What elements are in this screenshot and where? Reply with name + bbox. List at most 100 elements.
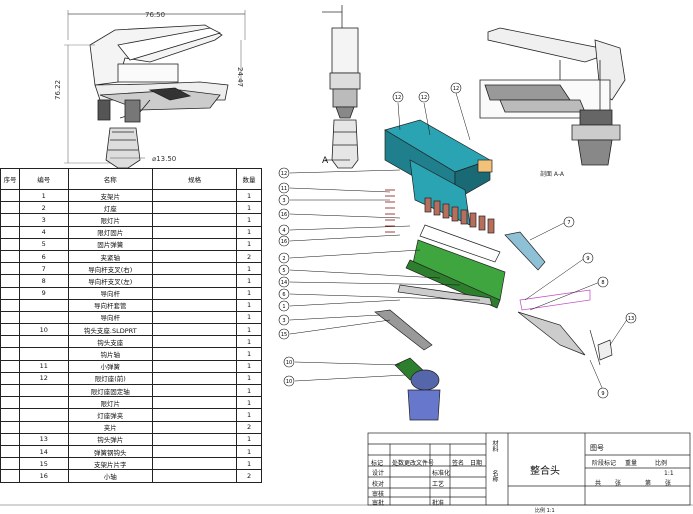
- bom-cell-spec: [152, 298, 238, 312]
- callout-label: 10: [286, 379, 292, 385]
- bom-cell-name: 导向杆支叉(左): [67, 274, 154, 288]
- callout-balloon: [278, 208, 290, 220]
- bom-cell-name: 限灯片: [67, 213, 154, 227]
- bom-cell-qty: 2: [236, 249, 262, 264]
- bom-header-no: 编号: [18, 168, 69, 190]
- section-view: [479, 27, 626, 166]
- callout-balloon: [278, 194, 290, 206]
- bom-cell-no: 16: [18, 469, 69, 483]
- bom-cell-qty: 1: [236, 408, 262, 422]
- bom-cell-no: 12: [18, 371, 69, 386]
- bom-cell-seq: [0, 237, 20, 251]
- svg-text:⌀13.50: ⌀13.50: [152, 155, 176, 163]
- bom-cell-spec: [152, 201, 238, 215]
- callout-label: 9: [601, 391, 604, 397]
- callout-balloon: [278, 300, 290, 312]
- bom-cell-qty: 1: [236, 310, 262, 325]
- bom-cell-no: 4: [18, 225, 69, 239]
- callout-balloon: [278, 288, 290, 300]
- bom-cell-qty: 1: [236, 383, 262, 398]
- bom-cell-seq: [0, 383, 20, 398]
- bom-cell-spec: [152, 469, 238, 483]
- bom-cell-spec: [152, 286, 238, 300]
- bom-cell-seq: [0, 188, 20, 203]
- callout-balloon: [278, 314, 290, 326]
- bom-cell-name: 钩头支座.SLDPRT: [67, 323, 154, 337]
- bom-cell-no: 15: [18, 457, 69, 471]
- callout-label: 8: [601, 280, 604, 286]
- callout-label: 9: [586, 256, 589, 262]
- bom-cell-qty: 1: [236, 286, 262, 300]
- callout-label: 13: [628, 316, 634, 322]
- bom-cell-qty: 1: [236, 371, 262, 386]
- bom-cell-qty: 1: [236, 237, 262, 251]
- bom-cell-no: [18, 396, 69, 410]
- callout-label: 4: [282, 228, 285, 234]
- bom-cell-qty: 1: [236, 347, 262, 361]
- bom-cell-no: 6: [18, 249, 69, 264]
- callout-label: 12: [281, 171, 287, 177]
- callout-balloon: [278, 276, 290, 288]
- bom-cell-seq: [0, 310, 20, 325]
- bom-cell-spec: [152, 359, 238, 373]
- bom-cell-seq: [0, 225, 20, 239]
- bom-cell-seq: [0, 213, 20, 227]
- bom-cell-no: 1: [18, 188, 69, 203]
- bom-cell-seq: [0, 262, 20, 276]
- bom-cell-spec: [152, 274, 238, 288]
- bom-cell-name: 限灯座(前): [67, 371, 154, 386]
- bom-cell-no: 8: [18, 274, 69, 288]
- bom-cell-spec: [152, 371, 238, 386]
- bom-cell-name: 夹片: [67, 420, 154, 434]
- bom-cell-no: 3: [18, 213, 69, 227]
- callout-label: 6: [282, 292, 285, 298]
- bom-cell-no: 7: [18, 262, 69, 276]
- bom-cell-seq: [0, 249, 20, 264]
- svg-text:76.22: 76.22: [54, 80, 62, 100]
- bom-cell-spec: [152, 444, 238, 459]
- bom-cell-no: [18, 420, 69, 434]
- bom-cell-no: [18, 347, 69, 361]
- bom-cell-qty: 1: [236, 457, 262, 471]
- bom-cell-seq: [0, 335, 20, 349]
- bom-cell-no: 13: [18, 432, 69, 446]
- callout-balloon: [392, 91, 404, 103]
- bom-cell-qty: 1: [236, 262, 262, 276]
- callout-label: 1: [282, 304, 285, 310]
- callout-balloon: [582, 252, 594, 264]
- bom-cell-qty: 1: [236, 432, 262, 446]
- callout-balloon: [278, 235, 290, 247]
- callout-balloon: [450, 82, 462, 94]
- bom-cell-name: 限灯固片: [67, 225, 154, 239]
- callout-label: 15: [281, 332, 287, 338]
- svg-text:76.50: 76.50: [145, 11, 165, 19]
- callout-label: 16: [281, 239, 287, 245]
- bom-cell-name: 固片弹簧: [67, 237, 154, 251]
- bom-cell-no: 9: [18, 286, 69, 300]
- bom-cell-name: 钩头弹片: [67, 432, 154, 446]
- bom-cell-no: 2: [18, 201, 69, 215]
- bom-cell-qty: 1: [236, 298, 262, 312]
- bom-cell-qty: 1: [236, 213, 262, 227]
- bom-cell-seq: [0, 457, 20, 471]
- bom-cell-spec: [152, 249, 238, 264]
- bom-cell-seq: [0, 359, 20, 373]
- bom-header-spec: 规格: [152, 168, 238, 190]
- bom-cell-qty: 1: [236, 444, 262, 459]
- bom-cell-seq: [0, 201, 20, 215]
- bom-cell-seq: [0, 371, 20, 386]
- bom-cell-qty: 1: [236, 225, 262, 239]
